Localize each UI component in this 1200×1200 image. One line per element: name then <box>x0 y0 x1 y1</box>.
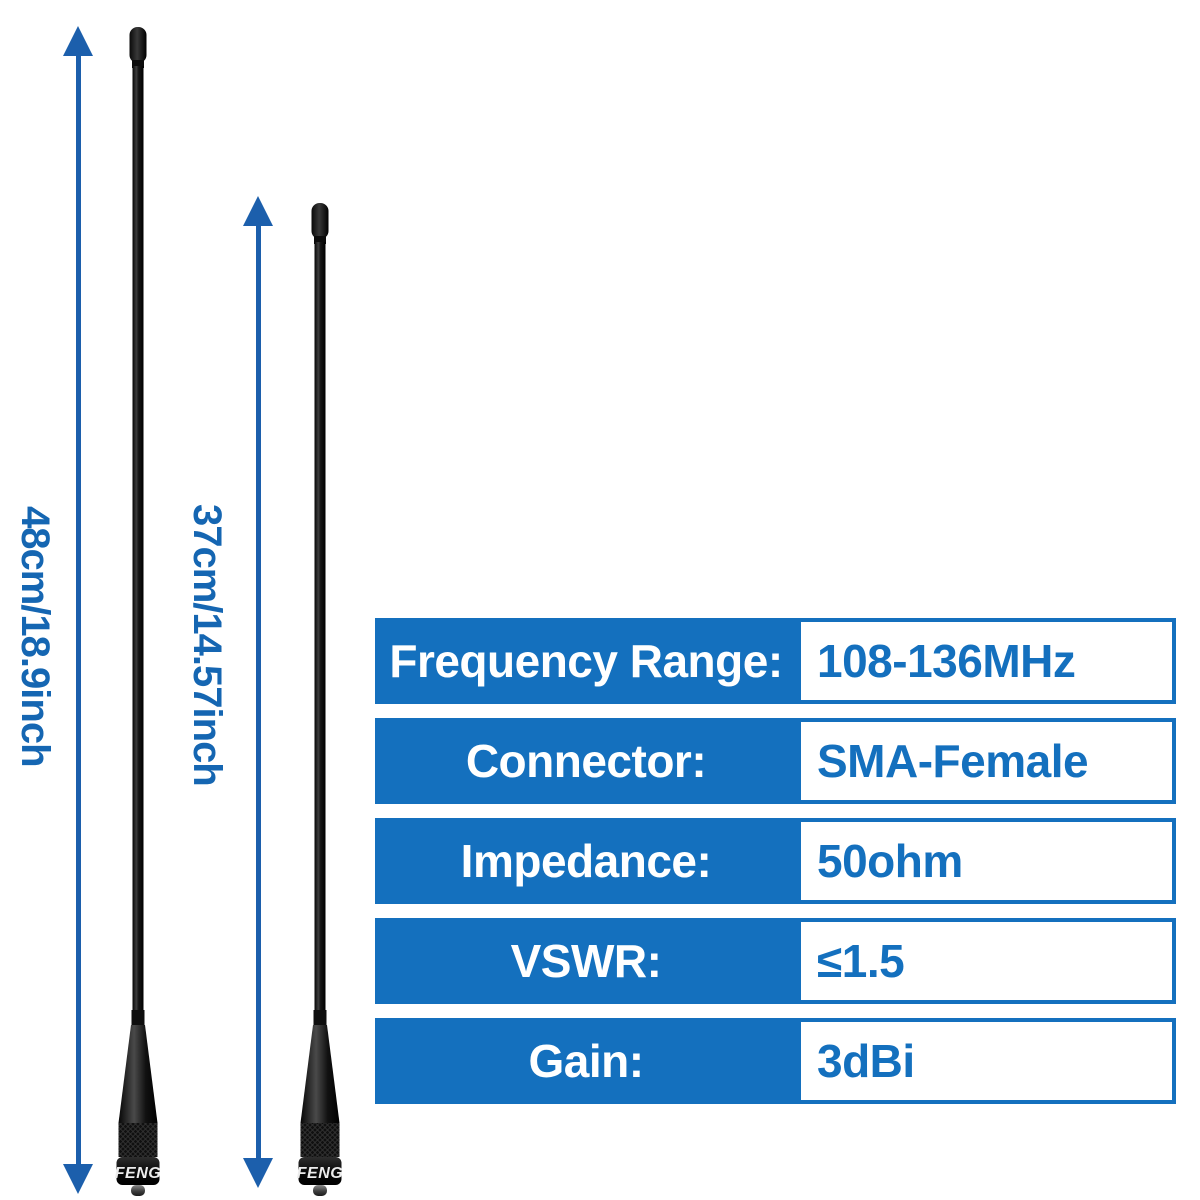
arrow-up-icon <box>243 196 273 226</box>
spec-row-vswr: VSWR: ≤1.5 <box>375 918 1176 1004</box>
antenna-connector-nub <box>313 1185 327 1196</box>
arrow-shaft <box>75 52 81 1168</box>
arrow-down-icon <box>63 1164 93 1194</box>
spec-value: SMA-Female <box>797 718 1176 804</box>
dimension-arrow-short <box>243 196 273 1188</box>
spec-value: 108-136MHz <box>797 618 1176 704</box>
spec-label: VSWR: <box>375 918 797 1004</box>
antenna-short-image: FENG <box>297 203 343 1196</box>
dimension-label-short: 37cm/14.57inch <box>185 504 229 786</box>
antenna-brand-band <box>298 1157 342 1185</box>
antenna-whip-collar <box>313 1010 327 1026</box>
spec-row-impedance: Impedance: 50ohm <box>375 818 1176 904</box>
spec-row-frequency-range: Frequency Range: 108-136MHz <box>375 618 1176 704</box>
antenna-base-cone <box>118 1025 158 1123</box>
antenna-tip-cap <box>311 203 329 239</box>
arrow-down-icon <box>243 1158 273 1188</box>
antenna-knurl-ring <box>118 1123 158 1157</box>
spec-value: ≤1.5 <box>797 918 1176 1004</box>
antenna-knurl-ring <box>300 1123 340 1157</box>
antenna-tip-neck <box>132 60 144 68</box>
brand-text: FENG <box>115 1165 161 1182</box>
antenna-base-cone <box>300 1025 340 1123</box>
spec-row-connector: Connector: SMA-Female <box>375 718 1176 804</box>
antenna-connector-nub <box>131 1185 145 1196</box>
spec-value: 3dBi <box>797 1018 1176 1104</box>
brand-text: FENG <box>297 1165 343 1182</box>
spec-value: 50ohm <box>797 818 1176 904</box>
arrow-up-icon <box>63 26 93 56</box>
spec-row-gain: Gain: 3dBi <box>375 1018 1176 1104</box>
arrow-shaft <box>255 222 261 1162</box>
spec-label: Connector: <box>375 718 797 804</box>
spec-table: Frequency Range: 108-136MHz Connector: S… <box>375 618 1176 1118</box>
spec-label: Frequency Range: <box>375 618 797 704</box>
antenna-brand-band <box>116 1157 160 1185</box>
antenna-tip-cap <box>129 27 147 63</box>
dimension-arrow-long <box>63 26 93 1194</box>
antenna-long-image: FENG <box>115 27 161 1196</box>
spec-label: Gain: <box>375 1018 797 1104</box>
antenna-tip-neck <box>314 236 326 244</box>
antenna-whip-collar <box>131 1010 145 1026</box>
antenna-whip <box>132 66 144 1010</box>
spec-label: Impedance: <box>375 818 797 904</box>
dimension-label-long: 48cm/18.9inch <box>13 506 57 767</box>
antenna-whip <box>314 242 326 1010</box>
